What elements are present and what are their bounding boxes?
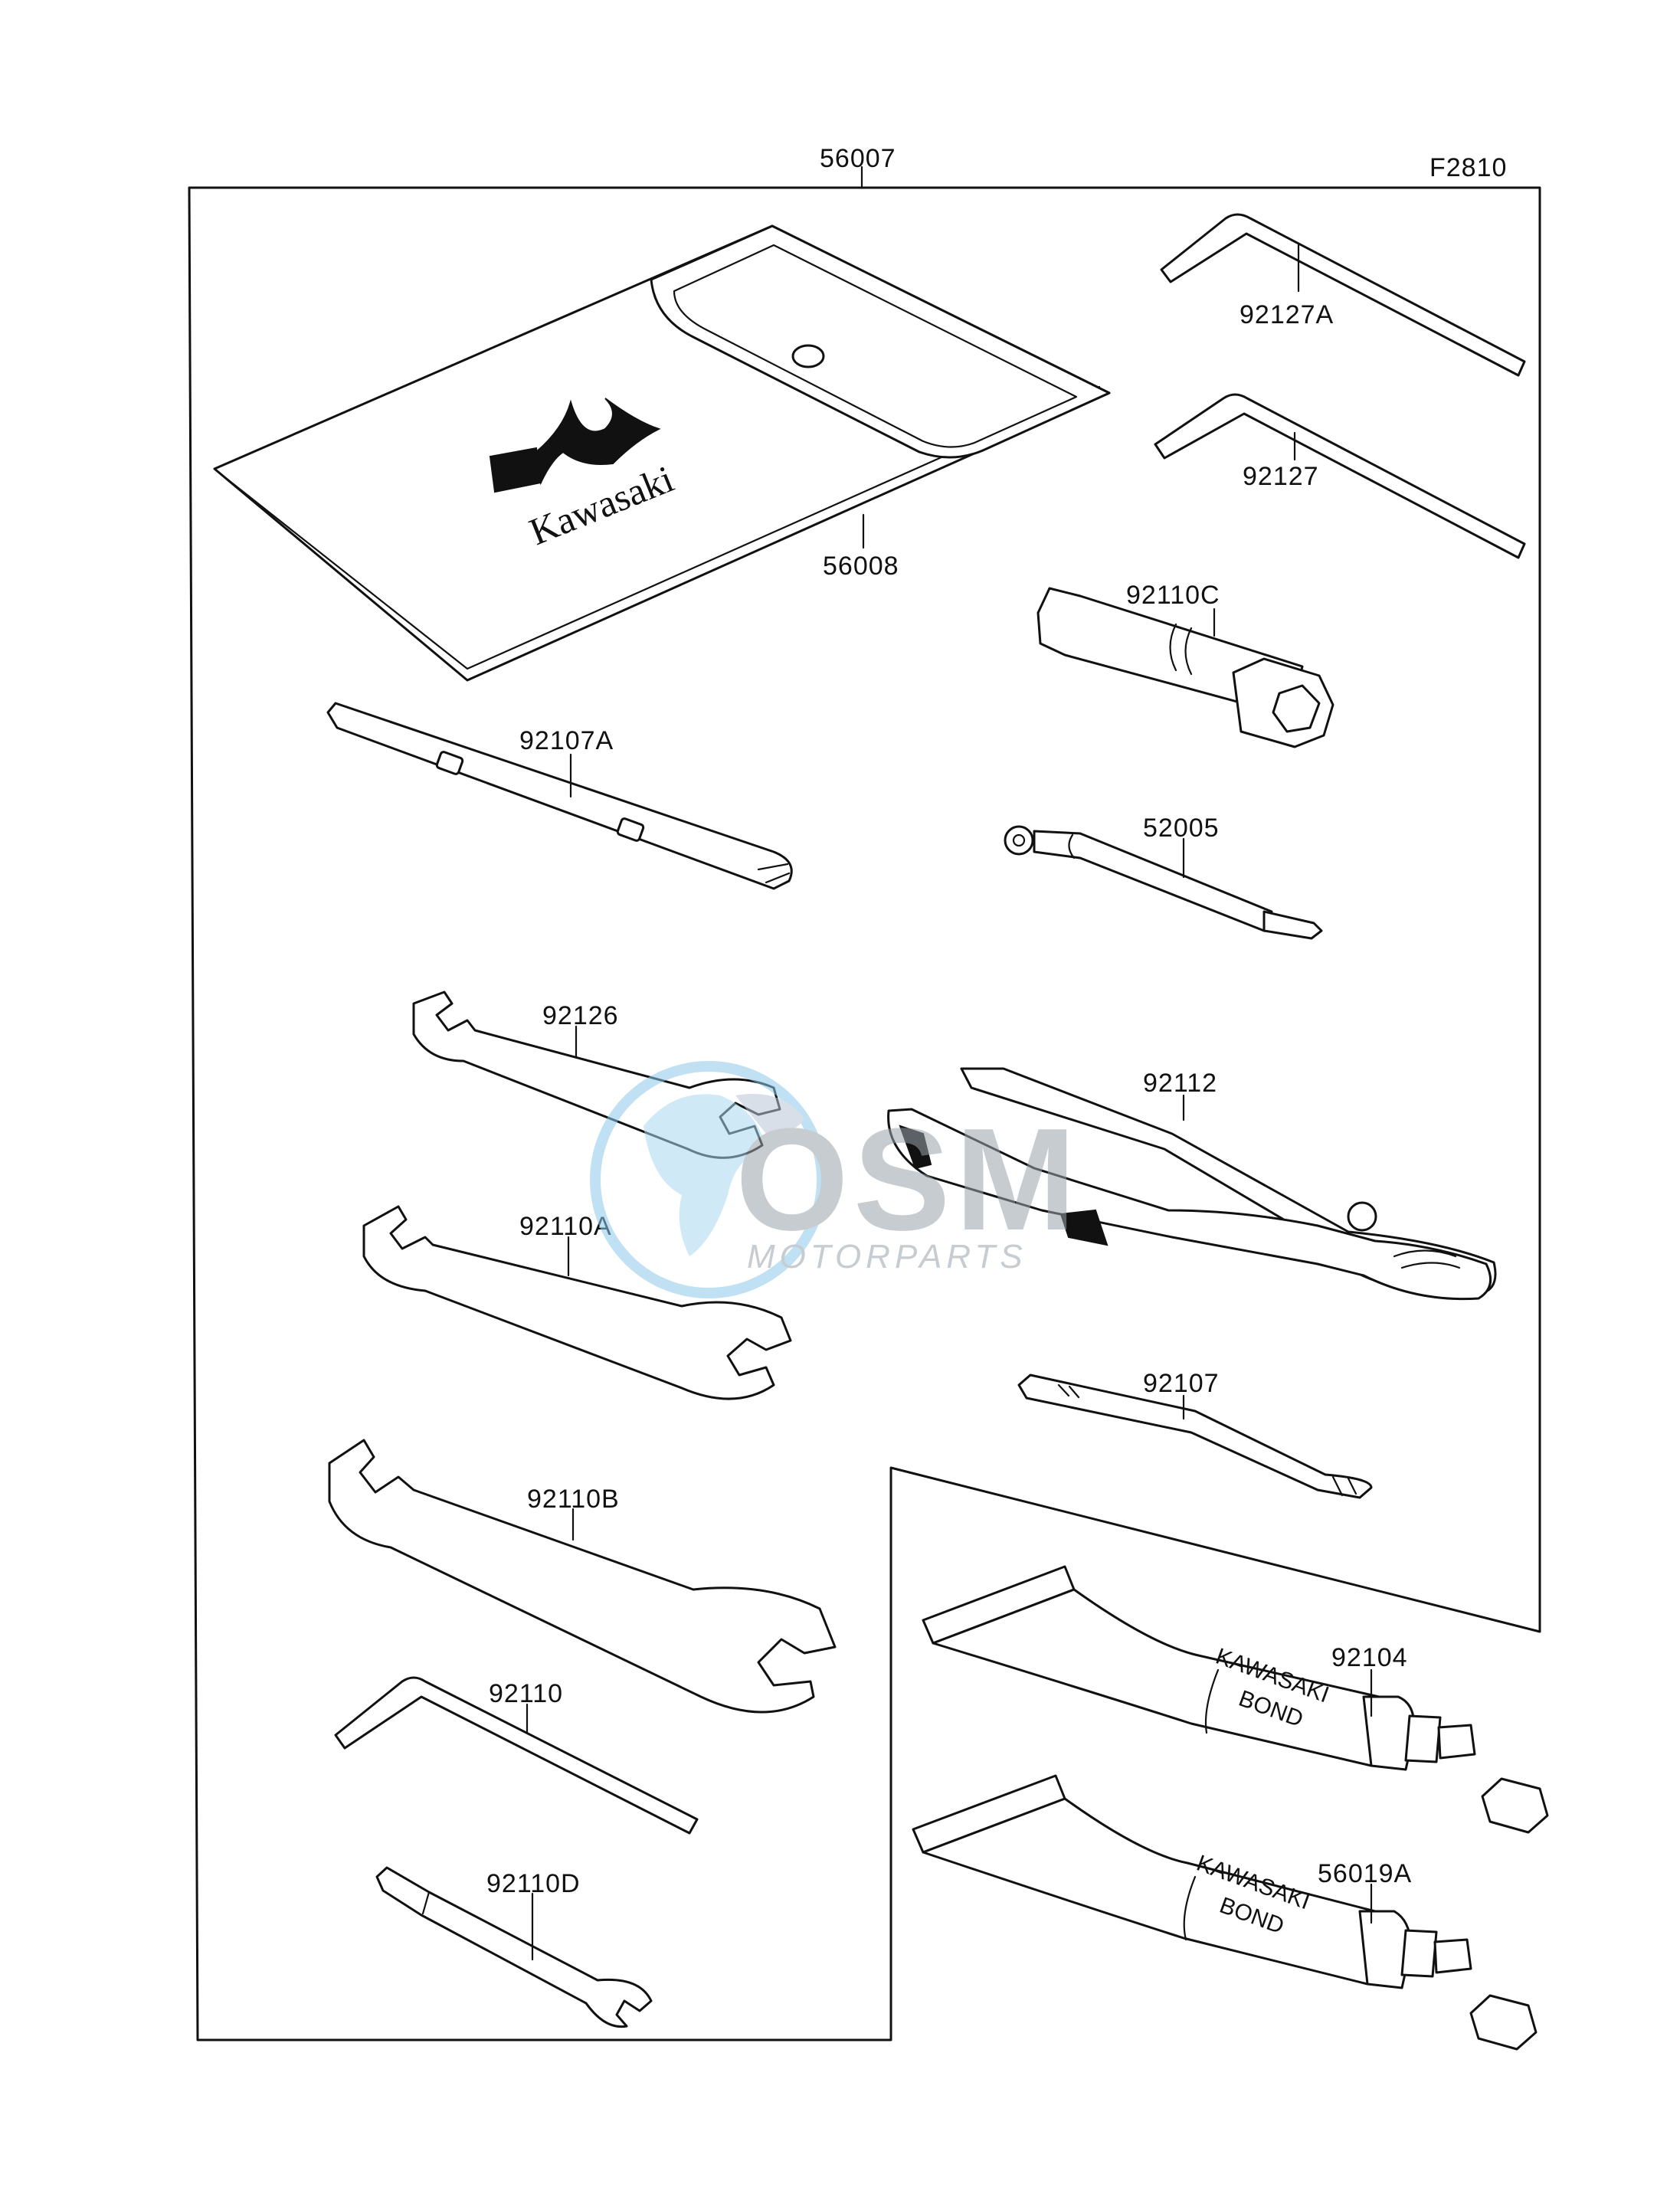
- watermark-subtext: MOTORPARTS: [747, 1238, 1027, 1275]
- label-92110B: 92110B: [527, 1485, 620, 1514]
- bond-tube-56019A: KAWASAKI BOND: [912, 1774, 1538, 2051]
- figure-code: F2810: [1429, 153, 1507, 182]
- wrench-92110B: [328, 1439, 837, 1714]
- label-92110D: 92110D: [486, 1869, 581, 1898]
- watermark: OSM MOTORPARTS: [590, 1061, 1081, 1298]
- label-52005: 52005: [1143, 814, 1220, 843]
- hex-key-92127A: [1160, 213, 1526, 377]
- spoke-wrench-92110D: [375, 1866, 653, 2028]
- hex-key-92127: [1154, 393, 1526, 559]
- screwdriver-92107: [1017, 1374, 1373, 1499]
- label-92112: 92112: [1143, 1069, 1217, 1098]
- pliers-92112: [887, 1067, 1497, 1301]
- watermark-globe-icon: [590, 1061, 827, 1298]
- kit-outline: [188, 186, 1541, 2041]
- label-92110: 92110: [489, 1679, 563, 1708]
- watermark-logo-text: OSM: [735, 1098, 1081, 1261]
- label-92107A: 92107A: [519, 726, 614, 755]
- hex-key-92110: [334, 1676, 699, 1835]
- label-56007: 56007: [820, 144, 896, 173]
- plug-wrench-92110C: [1036, 587, 1335, 748]
- label-56008: 56008: [823, 552, 899, 581]
- label-92107: 92107: [1143, 1369, 1220, 1398]
- label-56019A: 56019A: [1318, 1859, 1412, 1888]
- wrench-92110A: [362, 1205, 792, 1400]
- tool-pouch: Kawasaki: [213, 224, 1111, 682]
- label-92126: 92126: [542, 1001, 619, 1030]
- label-92110C: 92110C: [1126, 581, 1220, 610]
- label-92127: 92127: [1243, 462, 1319, 491]
- screwdriver-bit-92107A: [326, 702, 793, 890]
- adapter-52005: [1004, 825, 1323, 940]
- label-92127A: 92127A: [1240, 300, 1334, 329]
- label-92104: 92104: [1331, 1643, 1408, 1672]
